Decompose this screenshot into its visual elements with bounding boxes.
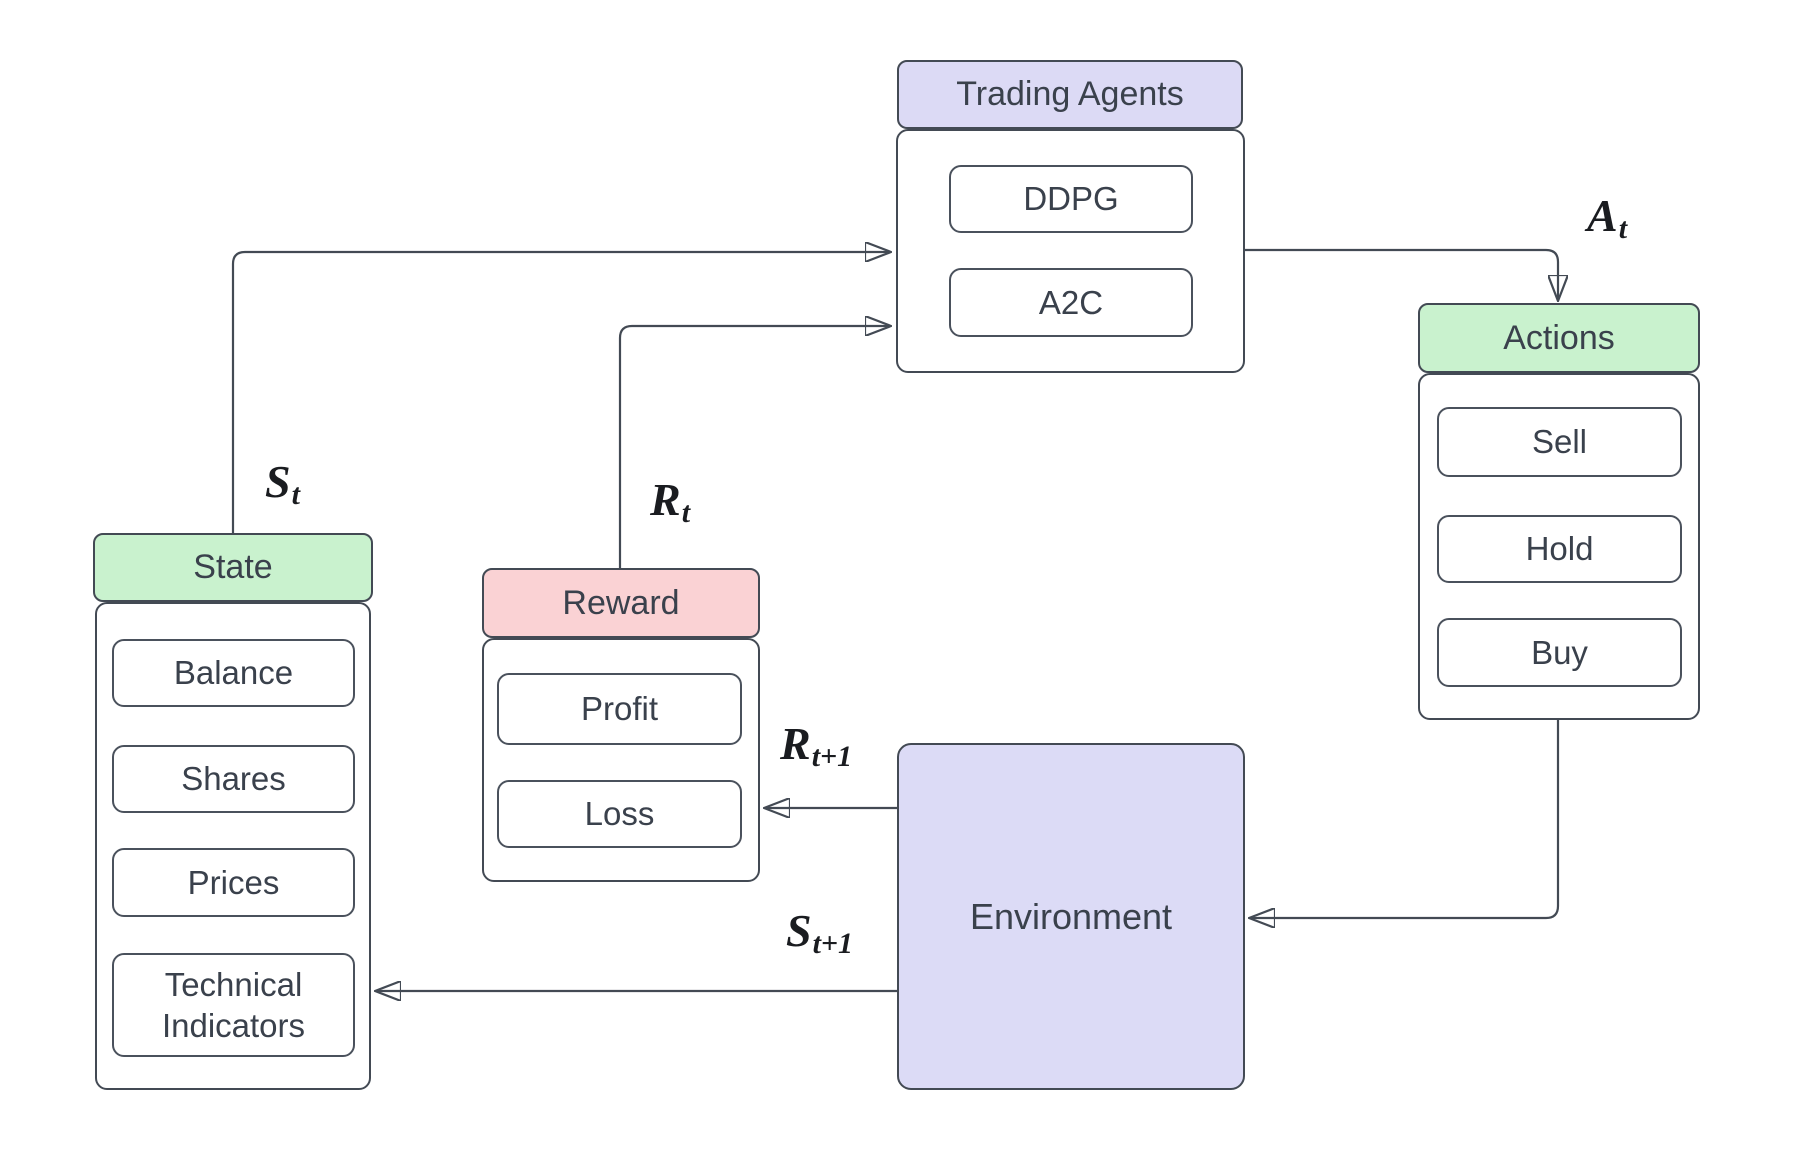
edge-reward-to-trading-agents: [618, 326, 890, 568]
item-balance: Balance: [112, 639, 355, 707]
item-hold: Hold: [1437, 515, 1682, 583]
node-environment-title: Environment: [969, 895, 1173, 937]
item-profit: Profit: [497, 673, 742, 745]
edge-label-rt1: Rt+1: [780, 718, 853, 773]
node-state-body: Balance Shares Prices Technical Indicato…: [95, 602, 371, 1090]
item-a2c: A2C: [949, 268, 1193, 337]
node-state-header: State: [93, 533, 373, 602]
node-reward-header: Reward: [482, 568, 760, 638]
edge-state-to-trading-agents: [231, 252, 890, 533]
node-trading-agents-header: Trading Agents: [897, 60, 1243, 129]
node-trading-agents-body: DDPG A2C: [896, 129, 1245, 373]
item-buy: Buy: [1437, 618, 1682, 687]
node-environment: Environment: [897, 743, 1245, 1090]
edge-trading-agents-to-actions: [1245, 248, 1558, 300]
item-technical-indicators: Technical Indicators: [112, 953, 355, 1057]
edge-actions-to-environment: [1250, 720, 1560, 918]
item-shares: Shares: [112, 745, 355, 813]
node-actions-header: Actions: [1418, 303, 1700, 373]
edge-label-at: At: [1587, 190, 1628, 245]
node-state-title: State: [193, 548, 273, 586]
node-reward-title: Reward: [562, 583, 680, 622]
item-sell: Sell: [1437, 407, 1682, 477]
edge-label-st1: St+1: [786, 905, 854, 960]
edge-label-st: St: [265, 456, 300, 511]
edge-label-rt: Rt: [650, 474, 691, 529]
node-actions-title: Actions: [1503, 318, 1615, 357]
item-loss: Loss: [497, 780, 742, 848]
node-reward-body: Profit Loss: [482, 638, 760, 882]
node-trading-agents-title: Trading Agents: [956, 75, 1184, 113]
item-prices: Prices: [112, 848, 355, 917]
item-ddpg: DDPG: [949, 165, 1193, 233]
node-actions-body: Sell Hold Buy: [1418, 373, 1700, 720]
